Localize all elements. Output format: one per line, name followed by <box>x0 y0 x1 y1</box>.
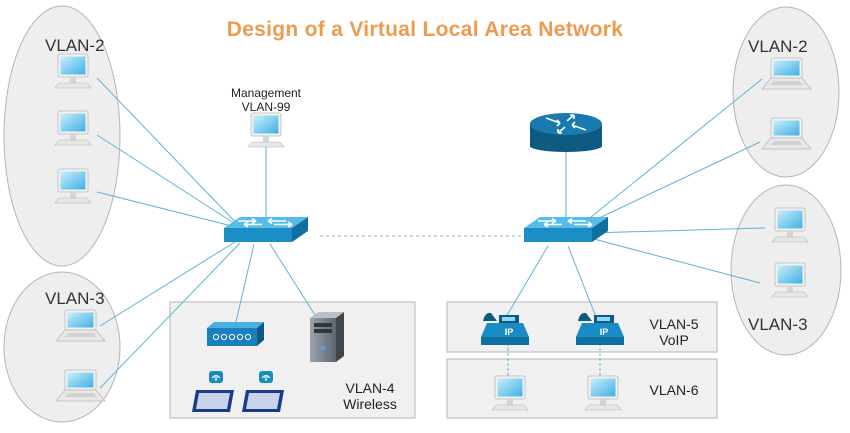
desktop-icon <box>771 207 809 243</box>
desktop-icon <box>54 53 92 89</box>
vlan5-label-line2: VoIP <box>659 332 689 348</box>
vlan4-label: VLAN-4 Wireless <box>330 380 410 412</box>
switch-icon <box>223 216 309 243</box>
router-icon <box>530 113 602 152</box>
desktop-icon <box>491 375 529 411</box>
vlan2-right-group <box>732 6 840 178</box>
desktop-icon <box>54 168 92 204</box>
desktop-icon <box>584 375 622 411</box>
vlan2-left-group <box>3 5 121 267</box>
desktop-icon <box>54 110 92 146</box>
vlan4-label-line1: VLAN-4 <box>345 380 395 396</box>
wireless-access-point-icon <box>207 322 264 346</box>
vlan6-label: VLAN-6 <box>649 382 699 398</box>
management-label-line1: Management <box>230 86 302 100</box>
server-tower-icon <box>310 312 344 362</box>
vlan3-left-label: VLAN-3 <box>45 289 105 308</box>
vlan2-left-label: VLAN-2 <box>45 36 105 55</box>
network-cables <box>96 77 766 389</box>
vlan5-label: VLAN-5 VoIP <box>636 316 712 348</box>
vlan5-label-line1: VLAN-5 <box>649 316 699 332</box>
management-label: Management VLAN-99 <box>216 86 316 114</box>
management-label-line2: VLAN-99 <box>241 100 291 114</box>
desktop-icon <box>247 112 285 148</box>
vlan2-right-label: VLAN-2 <box>748 37 808 56</box>
vlan6-box <box>446 358 718 419</box>
vlan3-right-label: VLAN-3 <box>748 315 808 334</box>
diagram-title: Design of a Virtual Local Area Network <box>226 18 624 41</box>
switch-icon <box>523 216 609 243</box>
vlan4-label-line2: Wireless <box>343 396 397 412</box>
desktop-icon <box>771 262 809 298</box>
